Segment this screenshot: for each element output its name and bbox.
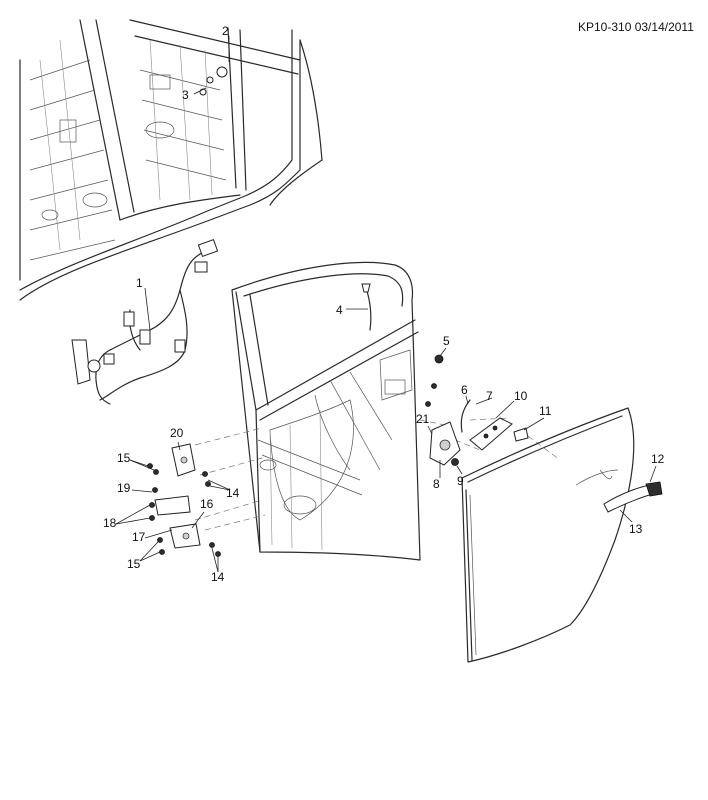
callout-10: 10	[514, 389, 528, 403]
callout-18: 18	[103, 516, 117, 530]
callout-21: 21	[416, 412, 430, 426]
callout-7: 7	[486, 389, 493, 403]
door-wiring-harness	[71, 238, 219, 405]
callout-14-lower: 14	[211, 570, 225, 584]
callout-5: 5	[443, 334, 450, 348]
callout-11: 11	[539, 404, 552, 418]
door-inner-frame	[231, 261, 421, 561]
callout-8: 8	[433, 477, 440, 491]
callout-19: 19	[117, 481, 131, 495]
callout-13: 13	[629, 522, 643, 536]
callout-14-upper: 14	[226, 486, 240, 500]
latch-and-lock-hardware	[425, 354, 529, 466]
callout-leader-lines	[115, 36, 657, 573]
callout-15-lower: 15	[127, 557, 141, 571]
diagram-reference-code: KP10-310 03/14/2011	[578, 20, 694, 34]
callout-1: 1	[136, 276, 143, 290]
callout-12: 12	[651, 452, 665, 466]
outer-door-panel	[461, 407, 663, 663]
vehicle-body-shell	[19, 19, 323, 301]
callout-16: 16	[200, 497, 214, 511]
callout-2: 2	[222, 24, 229, 38]
callout-20: 20	[170, 426, 184, 440]
alignment-dashed-lines	[194, 417, 561, 531]
callout-6: 6	[461, 383, 468, 397]
callout-15-upper: 15	[117, 451, 131, 465]
callout-4: 4	[336, 303, 343, 317]
callout-9: 9	[457, 474, 464, 488]
callout-17: 17	[132, 530, 146, 544]
callout-3: 3	[182, 88, 189, 102]
